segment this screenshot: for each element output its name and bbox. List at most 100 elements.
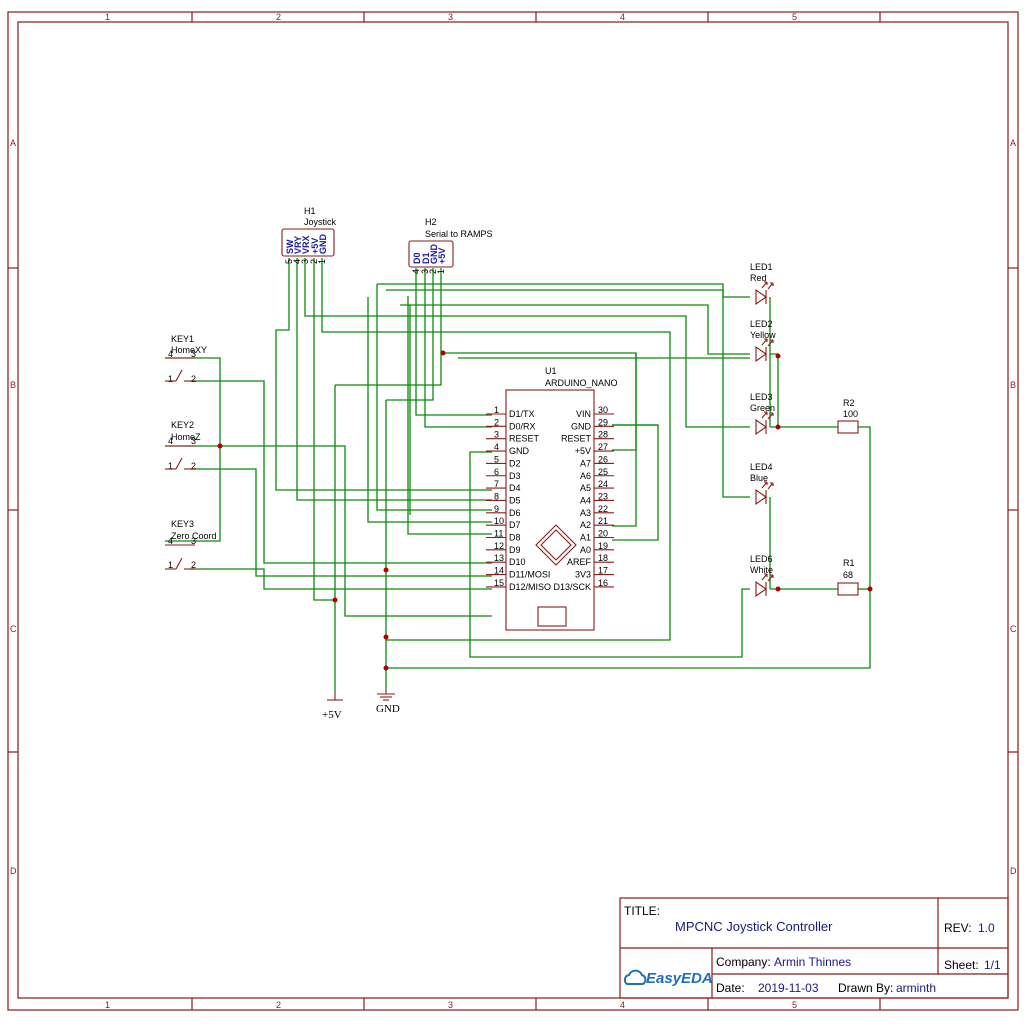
led-light-arrow — [761, 573, 768, 581]
u1-pin-label: GND — [509, 446, 530, 456]
led-light-arrow — [761, 481, 768, 489]
key-pin: 3 — [191, 349, 196, 359]
col-label: 5 — [792, 12, 797, 22]
u1-pin-number: 26 — [598, 454, 608, 464]
h1-name: Joystick — [304, 217, 337, 227]
h2-pin-5v: +5V — [437, 248, 447, 264]
u1-pin-number: 2 — [494, 417, 499, 427]
key-pin: 2 — [191, 560, 196, 570]
company-label: Company: — [716, 955, 771, 969]
key-switch-1: KEY1 HomeXY 4 3 1 2 — [165, 334, 207, 384]
h2-ref: H2 — [425, 217, 437, 227]
title-block: TITLE: MPCNC Joystick Controller REV: 1.… — [619, 897, 1009, 999]
drawn-by-value: arminth — [896, 981, 936, 995]
sheet-border: 1 2 3 4 5 1 2 3 4 5 A B C D A B C D — [7, 11, 1019, 1011]
u1-name: ARDUINO_NANO — [545, 378, 618, 388]
u1-pin-number: 1 — [494, 405, 499, 415]
u1-pin-label: D3 — [509, 471, 521, 481]
u1-pin-number: 23 — [598, 491, 608, 501]
h1-pin-num: 3 — [300, 259, 310, 264]
h1-pin-sw: SW — [285, 239, 295, 254]
row-label: D — [1010, 866, 1017, 876]
date-value: 2019-11-03 — [758, 981, 819, 995]
u1-pin-number: 24 — [598, 479, 608, 489]
led-color: Blue — [750, 473, 768, 483]
row-label: B — [1010, 380, 1016, 390]
power-5v-symbol: +5V — [322, 692, 343, 721]
col-label: 1 — [105, 1000, 110, 1010]
col-label: 2 — [276, 1000, 281, 1010]
u1-pin-number: 19 — [598, 541, 608, 551]
led-light-arrow — [767, 412, 774, 420]
u1-pin-number: 22 — [598, 504, 608, 514]
u1-pin-number: 14 — [494, 566, 504, 576]
u1-pin-label: D12/MISO — [509, 582, 551, 592]
led-light-arrow — [767, 282, 774, 290]
led-diode-shape — [755, 288, 767, 306]
led-color: Green — [750, 403, 775, 413]
led-diode-shape — [755, 418, 767, 436]
u1-pin-label: A3 — [580, 508, 591, 518]
col-label: 4 — [620, 12, 625, 22]
h1-pin-num: 2 — [309, 259, 319, 264]
u1-pin-label: VIN — [576, 409, 591, 419]
u1-pin-number: 6 — [494, 467, 499, 477]
u1-pin-number: 12 — [494, 541, 504, 551]
u1-pin-label: 3V3 — [575, 570, 591, 580]
led-ref: LED4 — [750, 462, 773, 472]
title-text: MPCNC Joystick Controller — [675, 919, 833, 934]
led-light-arrow — [761, 338, 768, 346]
col-label: 5 — [792, 1000, 797, 1010]
cloud-icon — [623, 969, 647, 985]
u1-pin-number: 7 — [494, 479, 499, 489]
ground-label: GND — [376, 703, 400, 715]
led-light-arrow — [767, 339, 774, 347]
key-ref: KEY2 — [171, 420, 194, 430]
row-label: C — [10, 624, 17, 634]
u1-pin-label: A6 — [580, 471, 591, 481]
u1-pin-label: A1 — [580, 533, 591, 543]
rev-value: 1.0 — [978, 921, 995, 935]
led-ref: LED3 — [750, 392, 773, 402]
u1-pin-number: 29 — [598, 417, 608, 427]
h1-pin-gnd: GND — [318, 234, 328, 255]
u1-pin-label: D1/TX — [509, 409, 535, 419]
key-name: HomeZ — [171, 432, 201, 442]
u1-pin-label: +5V — [575, 446, 591, 456]
h1-pin-5v: +5V — [310, 238, 320, 254]
u1-pin-label: RESET — [509, 434, 540, 444]
junctions — [217, 350, 873, 671]
led-light-arrow — [761, 281, 768, 289]
u1-pin-number: 9 — [494, 504, 499, 514]
u1-pin-number: 20 — [598, 529, 608, 539]
u1-pin-label: D5 — [509, 495, 521, 505]
key-pin: 2 — [191, 461, 196, 471]
u1-pin-number: 21 — [598, 516, 608, 526]
key-pin: 1 — [168, 374, 173, 384]
key-name: Zero Coord — [171, 531, 217, 541]
u1-pin-label: A0 — [580, 545, 591, 555]
led-diode-shape — [755, 488, 767, 506]
u1-pin-label: D11/MOSI — [509, 570, 550, 580]
u1-pin-number: 10 — [494, 516, 504, 526]
row-label: D — [10, 866, 17, 876]
row-label: C — [1010, 624, 1017, 634]
h2-pin-num: 4 — [411, 269, 421, 274]
ground-symbol: GND — [376, 690, 400, 715]
resistor-value: 68 — [843, 570, 853, 580]
led-light-arrow — [761, 411, 768, 419]
key-name: HomeXY — [171, 345, 207, 355]
h2-pin-gnd: GND — [429, 244, 439, 265]
u1-pin-number: 28 — [598, 430, 608, 440]
company-value: Armin Thinnes — [774, 955, 851, 969]
col-label: 1 — [105, 12, 110, 22]
power-5v-label: +5V — [322, 709, 342, 721]
